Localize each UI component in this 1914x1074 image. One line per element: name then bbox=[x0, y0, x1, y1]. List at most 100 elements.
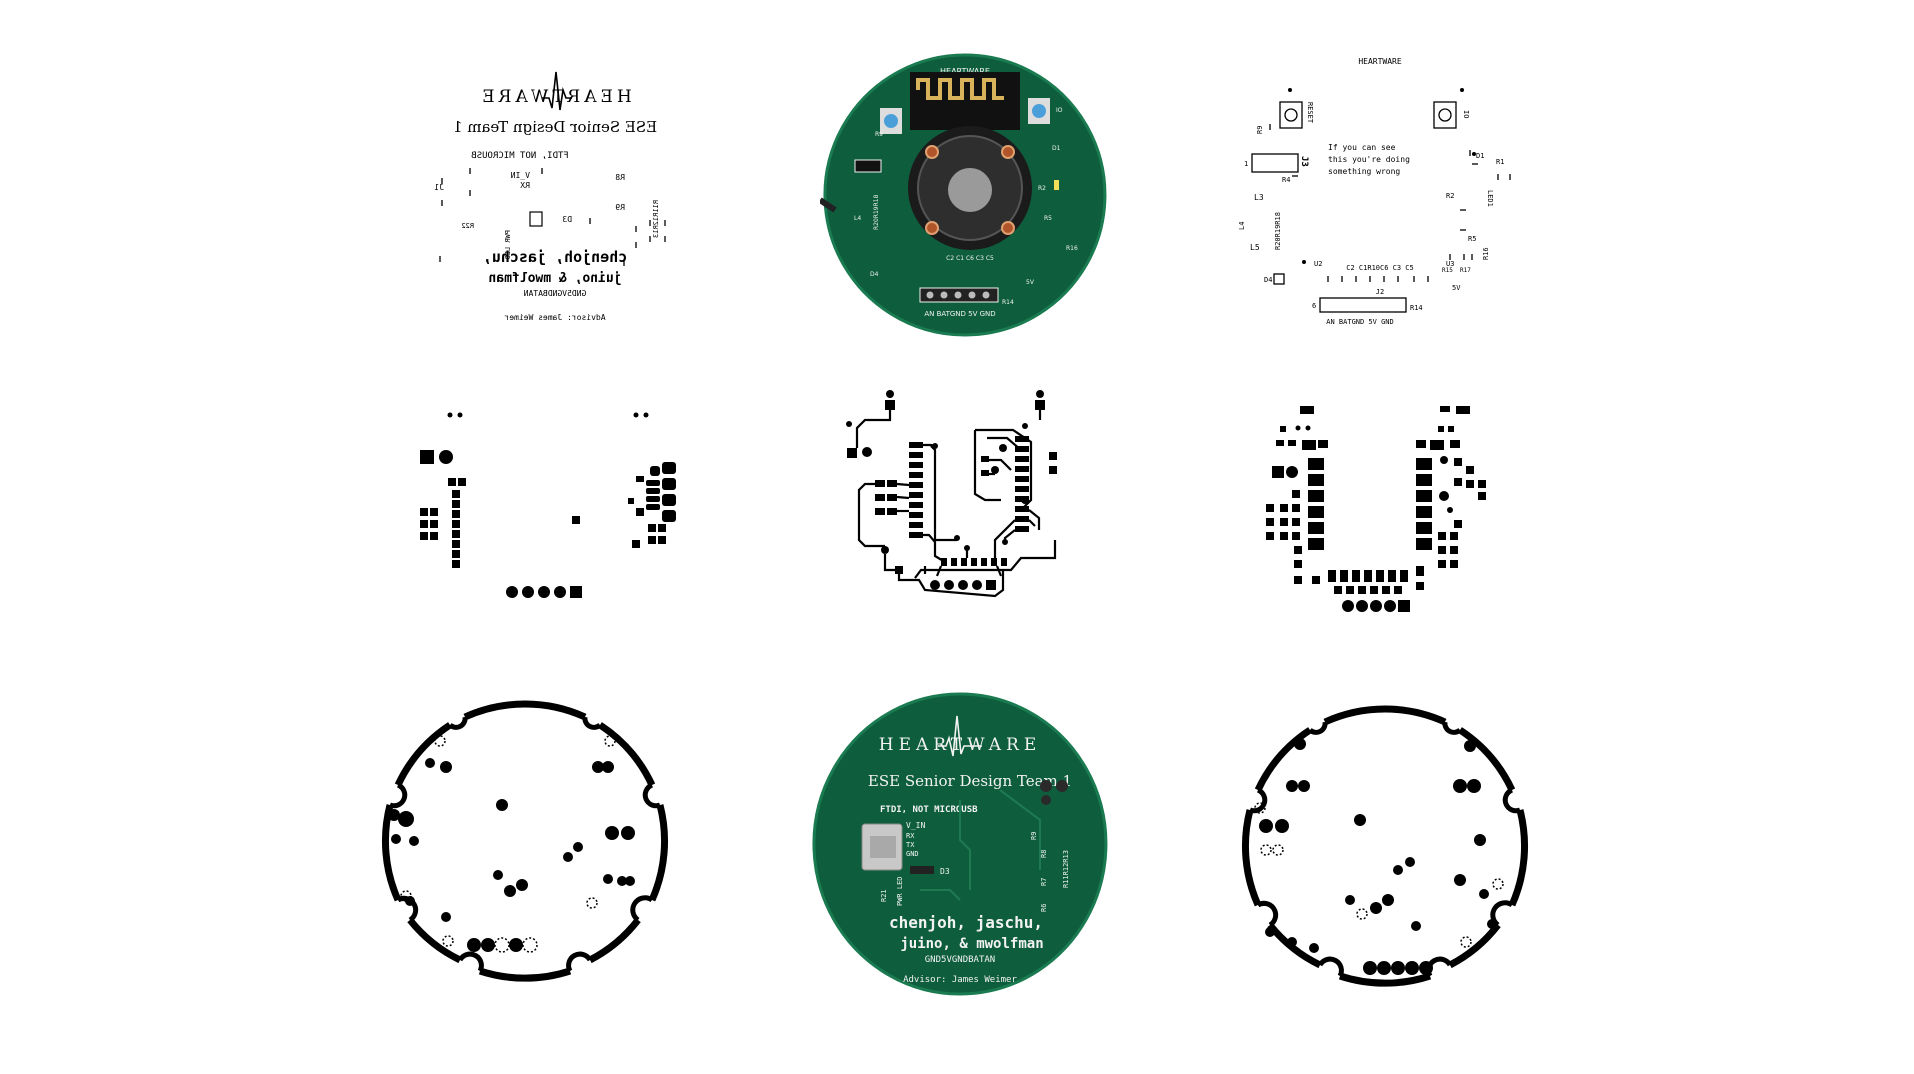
r21-label: R21 bbox=[880, 889, 888, 902]
pins-text: GND5VGNDBATAN bbox=[524, 289, 587, 298]
resistor-row-label: R20R19R18 bbox=[1274, 212, 1282, 250]
reset-label: RESET bbox=[1306, 102, 1314, 124]
io-label: IO bbox=[1056, 107, 1063, 114]
r5-label: R5 bbox=[1044, 215, 1052, 222]
l4-label: L4 bbox=[1238, 222, 1246, 230]
board-outline bbox=[1323, 705, 1447, 726]
io-switch bbox=[1433, 101, 1457, 129]
gnd-label: GND bbox=[906, 850, 919, 858]
io-label: IO bbox=[1462, 110, 1470, 118]
j1-label: J1 bbox=[434, 183, 444, 192]
top-board-photo: HEARTWARE R9 IO L4 R20R19R18 D1 R2 R5 R1… bbox=[820, 50, 1110, 340]
j2-label: J2 bbox=[1376, 288, 1384, 296]
brand-text: HEARTWARE bbox=[879, 735, 1041, 755]
r8-label: R8 bbox=[615, 173, 625, 182]
j3-label: J3 bbox=[1299, 156, 1309, 167]
r1-label: R1 bbox=[1496, 158, 1504, 166]
five-v-label: 5V bbox=[1026, 279, 1035, 286]
d3-diode bbox=[910, 866, 934, 874]
bottom-soldermask-panel bbox=[400, 400, 710, 630]
j2-outline bbox=[1319, 297, 1407, 313]
ftdi-text: FTDI, NOT MICROUSB bbox=[880, 805, 978, 815]
heartbeat-logo-icon bbox=[938, 715, 982, 757]
d4-outline bbox=[1273, 273, 1285, 285]
io-switch-hole bbox=[1438, 108, 1452, 122]
screw-icon bbox=[925, 145, 939, 159]
brand-text: HEARTWARE bbox=[1358, 57, 1402, 66]
brand-text: HEARTWARE bbox=[478, 87, 631, 107]
five-v-label: 5V bbox=[1452, 284, 1461, 292]
r16-label: R16 bbox=[1482, 247, 1490, 260]
pin-six-label: 6 bbox=[1312, 302, 1316, 310]
pins-text: GND5VGNDBATAN bbox=[925, 955, 995, 965]
connector-label: AN BATGND 5V GND bbox=[1326, 318, 1393, 326]
r15-label: R15 bbox=[1442, 267, 1453, 274]
pwr-led-label: PWR LED bbox=[896, 876, 904, 906]
advisor-text: Advisor: James Weimer bbox=[504, 313, 605, 322]
caps-label: C2 C1R10C6 C3 C5 bbox=[1346, 264, 1413, 272]
via-dot bbox=[1288, 88, 1292, 92]
u3-label: U3 bbox=[1446, 260, 1454, 268]
note-line-2: this you're doing bbox=[1328, 155, 1410, 164]
r9-label: R9 bbox=[1256, 126, 1264, 134]
names-line-2: juino, & mwolfman bbox=[900, 936, 1043, 952]
v-in-label: V_IN bbox=[906, 821, 925, 830]
bottom-drill-panel bbox=[370, 685, 680, 995]
note-line-3: something wrong bbox=[1328, 167, 1400, 176]
led1 bbox=[1054, 180, 1059, 190]
ftdi-text: FTDI, NOT MICROUSB bbox=[471, 151, 569, 161]
io-button-cap bbox=[1032, 104, 1046, 118]
via-dot bbox=[1472, 152, 1476, 156]
bottom-silkscreen-panel: HEARTWARE ESE Senior Design Team 1 FTDI,… bbox=[400, 50, 710, 340]
r8-label: R8 bbox=[1040, 850, 1048, 858]
r17-label: R17 bbox=[1460, 267, 1471, 274]
d1-label: D1 bbox=[1476, 152, 1484, 160]
subtitle-text: ESE Senior Design Team 1 bbox=[868, 772, 1072, 790]
pcb-outline bbox=[812, 692, 1108, 996]
led1-label: LED1 bbox=[1486, 190, 1494, 207]
d4-label: D4 bbox=[870, 271, 879, 278]
r7-label: R7 bbox=[1040, 878, 1048, 886]
names-line-1: chenjoh, jaschu, bbox=[889, 913, 1043, 932]
advisor-text: Advisor: James Weimer bbox=[903, 975, 1017, 985]
rx-label: RX bbox=[906, 832, 915, 840]
screw-icon bbox=[1001, 221, 1015, 235]
r11r12r13-label: R11R12R13 bbox=[652, 200, 660, 238]
r16-label: R16 bbox=[1066, 245, 1078, 252]
r22-label: R22 bbox=[461, 222, 474, 230]
r9-label: R9 bbox=[615, 203, 625, 212]
reset-switch-hole bbox=[1284, 108, 1298, 122]
r11r12r13-label: R11R12R13 bbox=[1062, 850, 1070, 888]
d3-label: D3 bbox=[562, 215, 572, 224]
r4-label: R4 bbox=[1282, 176, 1290, 184]
antenna-trace bbox=[916, 78, 1004, 100]
tx-label: TX bbox=[906, 841, 915, 849]
brand-text: HEARTWARE bbox=[940, 67, 990, 76]
bottom-board-photo: HEARTWARE ESE Senior Design Team 1 FTDI,… bbox=[810, 690, 1110, 1000]
v-in-label: V_IN bbox=[511, 171, 530, 180]
rx-label: RX bbox=[520, 181, 530, 190]
usb-port-opening bbox=[870, 836, 896, 858]
d1-label: D1 bbox=[1052, 145, 1061, 152]
usb-footprint bbox=[529, 211, 543, 227]
reset-switch bbox=[1279, 101, 1303, 129]
names-line-1: chenjoh, jaschu, bbox=[483, 248, 628, 266]
sensor-lens bbox=[948, 168, 992, 212]
via-dot bbox=[1460, 88, 1464, 92]
top-silkscreen-panel: HEARTWARE RESET R9 IO If you can see thi… bbox=[1220, 50, 1540, 340]
d4-label: D4 bbox=[1264, 276, 1272, 284]
board-outline bbox=[463, 700, 587, 721]
j3-header bbox=[854, 159, 882, 173]
l4-label: L4 bbox=[854, 215, 861, 222]
via-dot bbox=[1302, 260, 1306, 264]
resistor-row-label: R20R19R18 bbox=[873, 194, 880, 230]
top-soldermask-panel bbox=[1240, 400, 1540, 630]
r5-label: R5 bbox=[1468, 235, 1476, 243]
names-line-2: juino, & mwolfman bbox=[488, 271, 621, 286]
heartbeat-logo-icon bbox=[542, 71, 572, 111]
r2-label: R2 bbox=[1446, 192, 1454, 200]
r14-label: R14 bbox=[1002, 299, 1014, 306]
r9-label: R9 bbox=[1030, 832, 1038, 840]
pin-one-label: 1 bbox=[1244, 160, 1248, 168]
pwr-led-label: PWR LED bbox=[504, 230, 512, 260]
